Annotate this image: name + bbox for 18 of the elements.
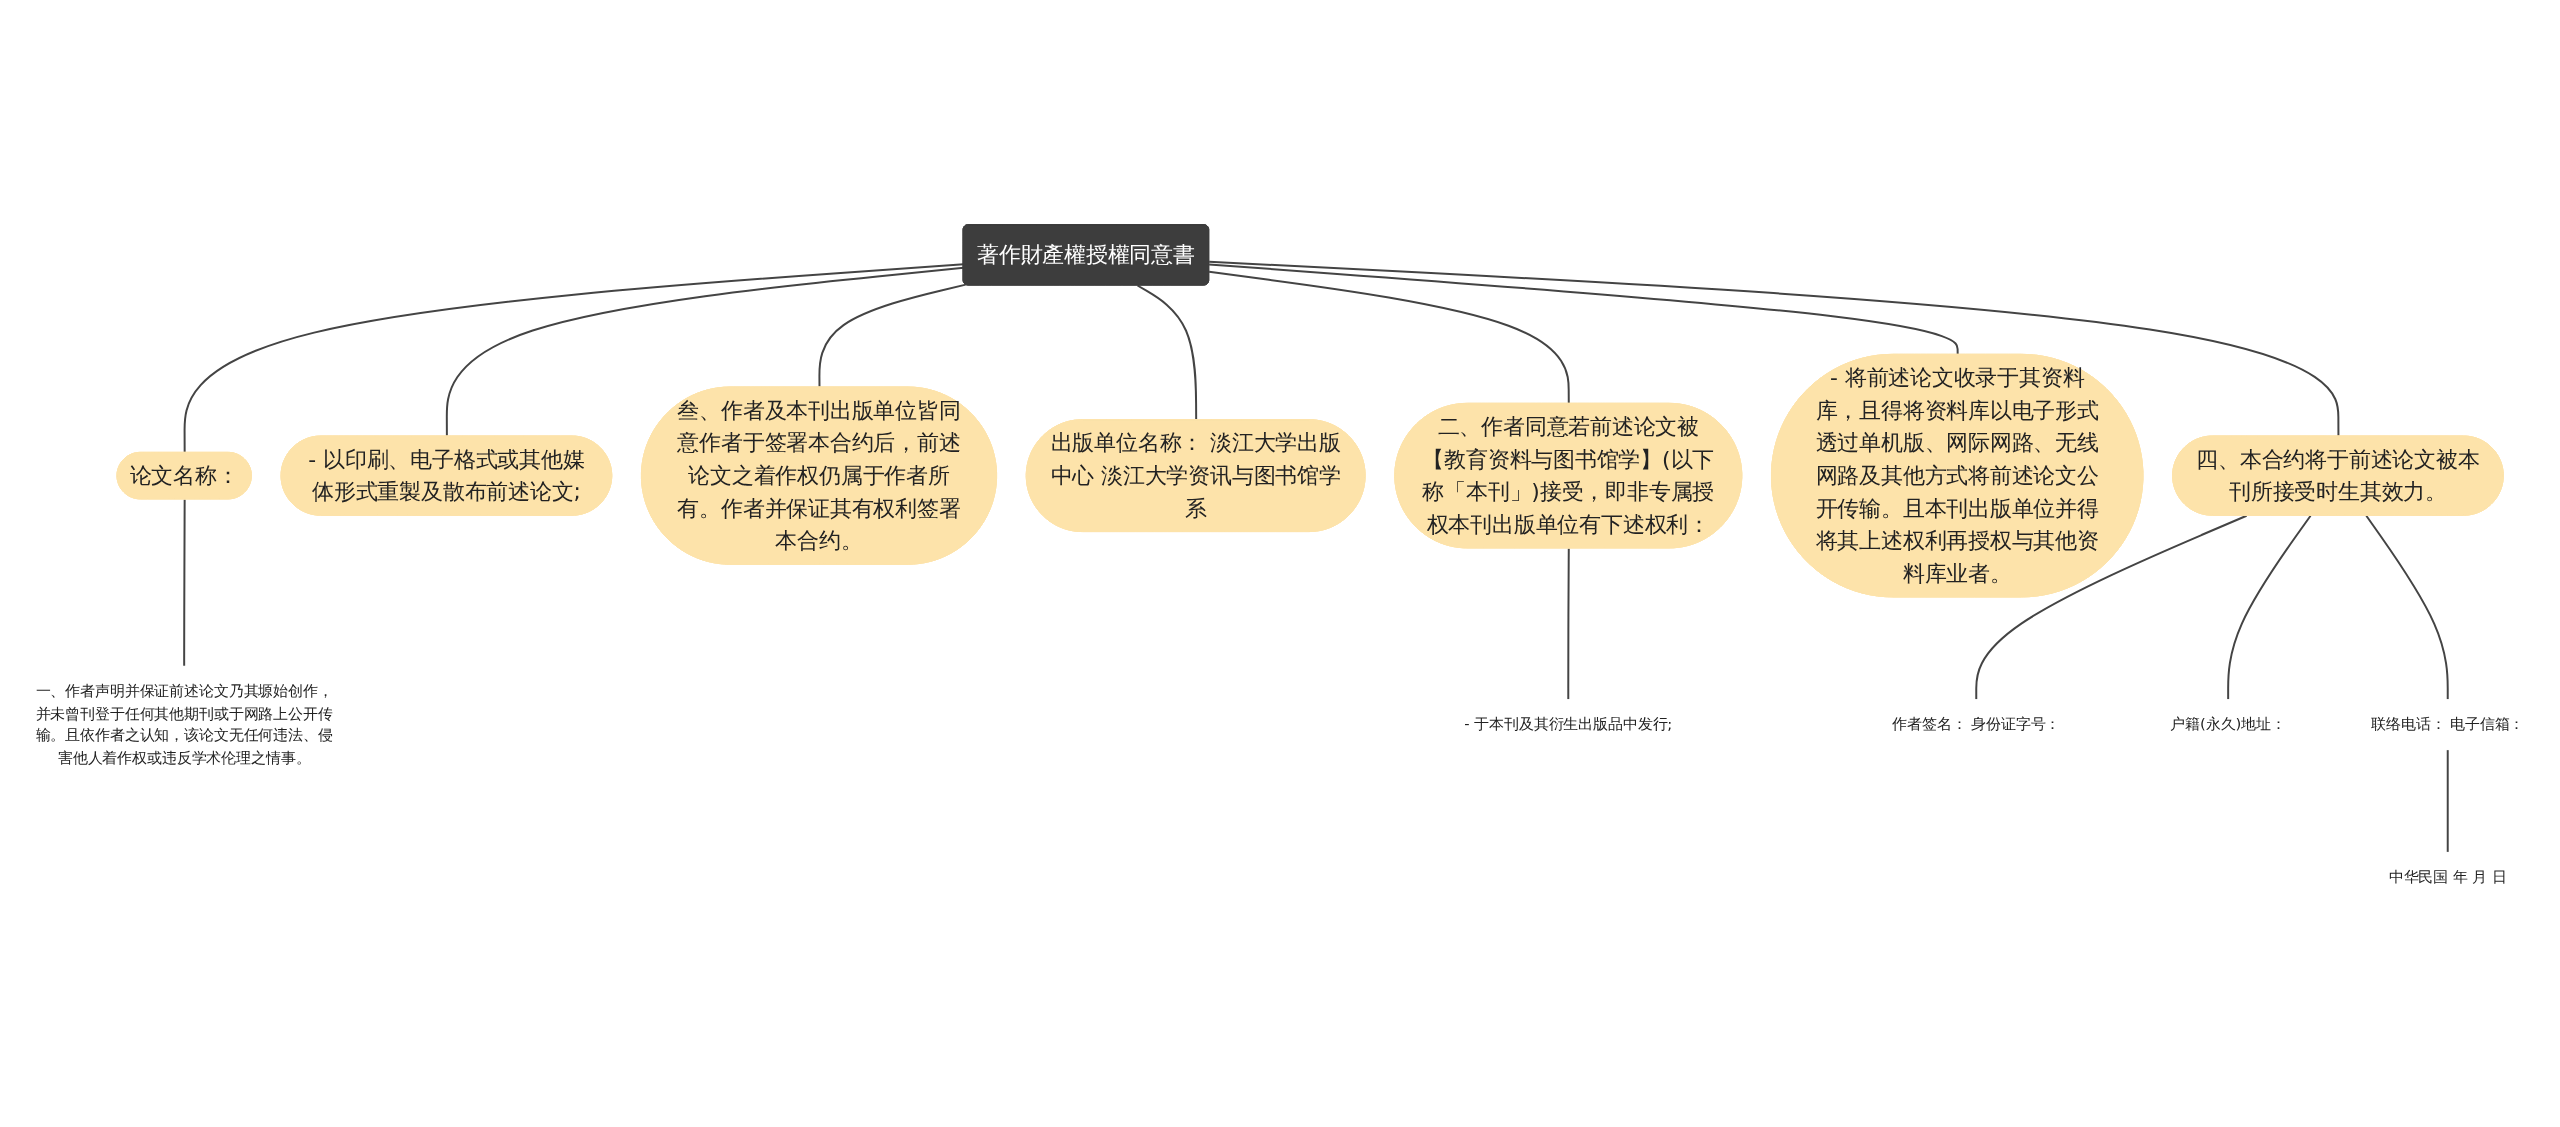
connector <box>1975 514 2248 701</box>
connector <box>445 266 965 438</box>
connector <box>818 283 967 389</box>
node-text: 户籍(永久)地址： <box>2170 715 2286 734</box>
connector <box>1567 547 1570 701</box>
connector <box>2446 748 2449 854</box>
connector <box>1208 263 1959 356</box>
connector <box>2227 514 2312 701</box>
connector <box>1208 270 1570 405</box>
connector <box>183 263 965 454</box>
node-text: 联络电话： 电子信箱： <box>2371 715 2525 734</box>
connector <box>183 498 186 668</box>
connector <box>2365 514 2449 701</box>
node-text: 一、作者声明并保证前述论文乃其塬始创作，并未曾刊登于任何其他期刊或于网路上公开传输。且依作者之认知，该论文无任何违法、侵害他人着作权或违反学术伦理之情事。 <box>35 682 333 767</box>
node-text: - 于本刊及其衍生出版品中发行; <box>1464 715 1673 734</box>
node-text: 中华民国 年 月 日 <box>2388 868 2507 887</box>
node-text: 作者签名： 身份证字号： <box>1892 715 2061 734</box>
connector <box>1208 260 2340 438</box>
